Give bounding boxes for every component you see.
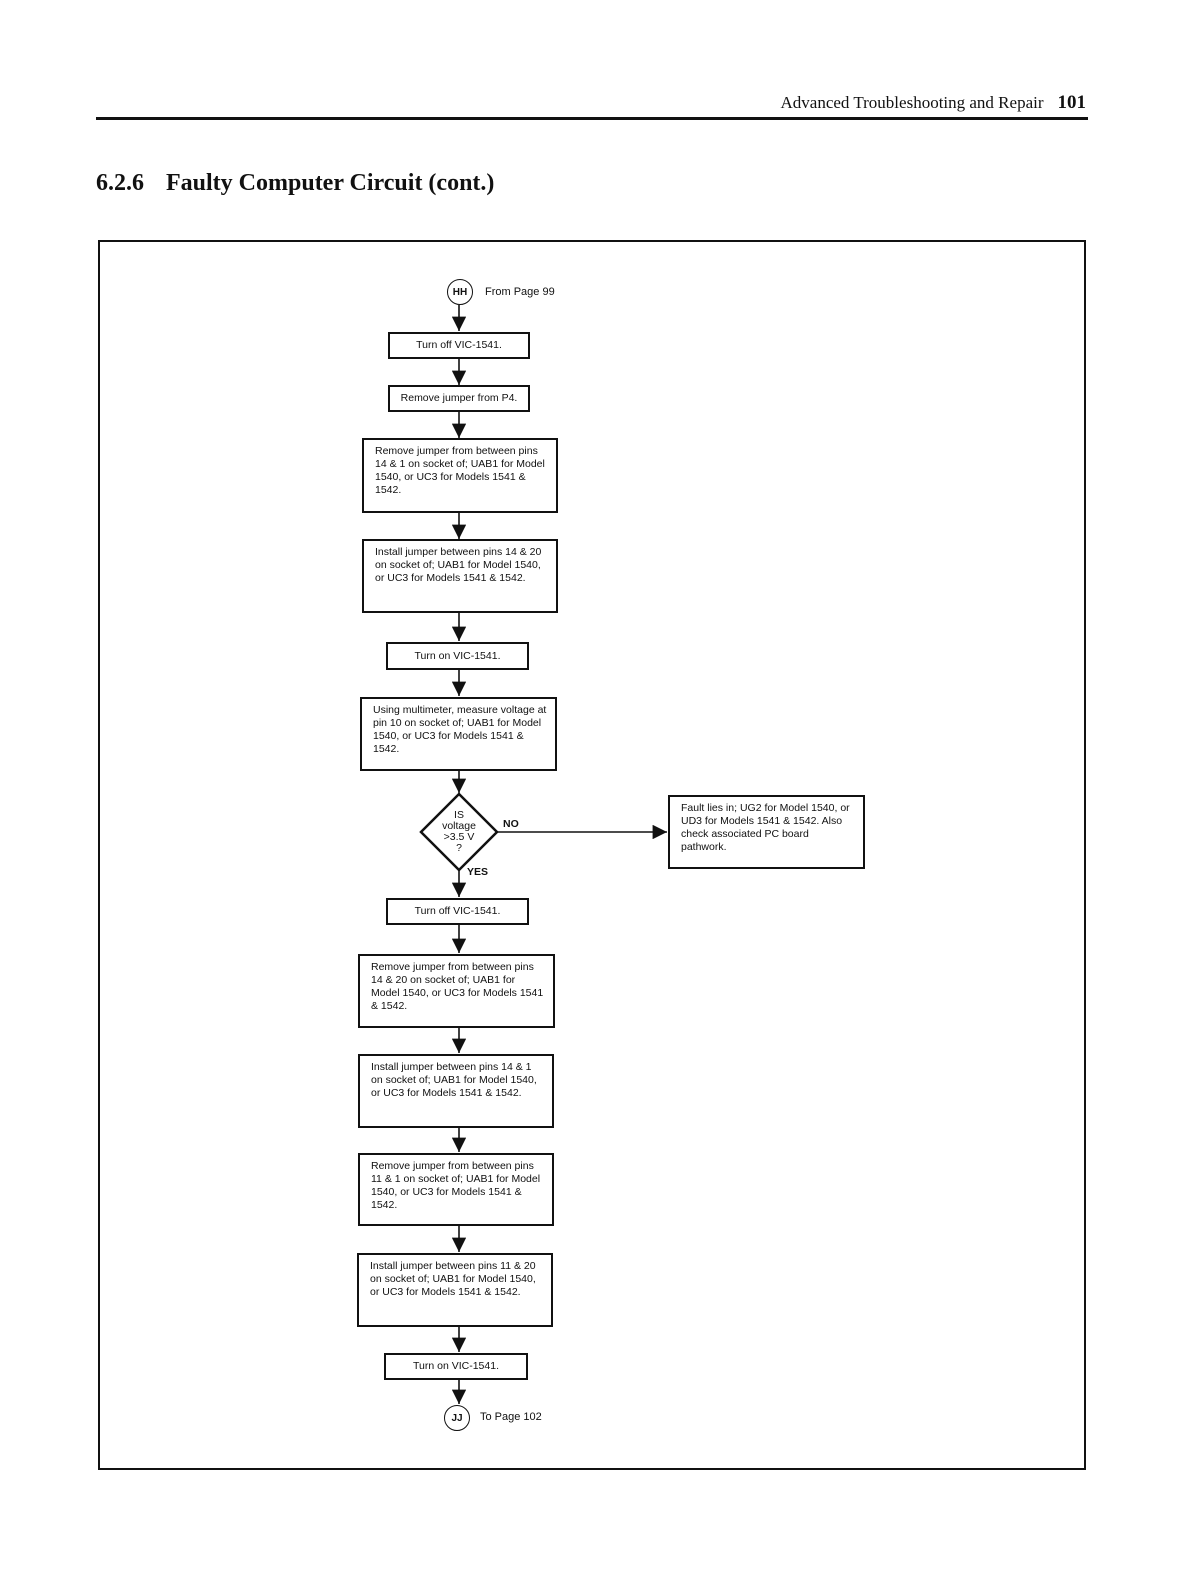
step-install-jumper-14-1: Install jumper between pins 14 & 1 on so… [358, 1054, 554, 1128]
decision-line-1: IS [454, 809, 464, 821]
page-number: 101 [1057, 92, 1087, 113]
step-measure-voltage: Using multimeter, measure voltage at pin… [360, 697, 557, 771]
decision-line-2: voltage [442, 820, 476, 832]
decision-question: IS voltage >3.5 V ? [424, 810, 494, 854]
step-remove-jumper-p4: Remove jumper from P4. [388, 385, 530, 412]
running-head: Advanced Troubleshooting and Repair 101 [781, 92, 1087, 114]
decision-line-4: ? [456, 842, 462, 854]
connector-hh: HH [447, 279, 473, 305]
step-remove-jumper-11-1: Remove jumper from between pins 11 & 1 o… [358, 1153, 554, 1226]
step-turn-on-2: Turn on VIC-1541. [384, 1353, 528, 1380]
from-page-note: From Page 99 [485, 286, 555, 298]
step-install-jumper-11-20: Install jumper between pins 11 & 20 on s… [357, 1253, 553, 1327]
step-turn-off-1: Turn off VIC-1541. [388, 332, 530, 359]
result-fault-box: Fault lies in; UG2 for Model 1540, or UD… [668, 795, 865, 869]
decision-yes-label: YES [467, 866, 489, 878]
flowchart-frame [98, 240, 1086, 1470]
section-title: 6.2.6 Faulty Computer Circuit (cont.) [96, 170, 494, 197]
step-remove-jumper-14-1: Remove jumper from between pins 14 & 1 o… [362, 438, 558, 513]
step-turn-off-2: Turn off VIC-1541. [386, 898, 529, 925]
connector-jj: JJ [444, 1405, 470, 1431]
step-turn-on-1: Turn on VIC-1541. [386, 642, 529, 670]
to-page-note: To Page 102 [480, 1411, 542, 1423]
section-number: 6.2.6 [96, 170, 144, 196]
header-rule [96, 117, 1088, 120]
decision-diamond [419, 792, 499, 872]
step-install-jumper-14-20: Install jumper between pins 14 & 20 on s… [362, 539, 558, 613]
connector-hh-label: HH [452, 286, 468, 298]
decision-no-label: NO [503, 818, 519, 830]
running-title: Advanced Troubleshooting and Repair [780, 93, 1044, 112]
step-remove-jumper-14-20: Remove jumper from between pins 14 & 20 … [358, 954, 555, 1028]
connector-jj-label: JJ [451, 1412, 463, 1424]
decision-line-3: >3.5 V [443, 831, 475, 843]
section-name: Faulty Computer Circuit (cont.) [166, 170, 495, 196]
